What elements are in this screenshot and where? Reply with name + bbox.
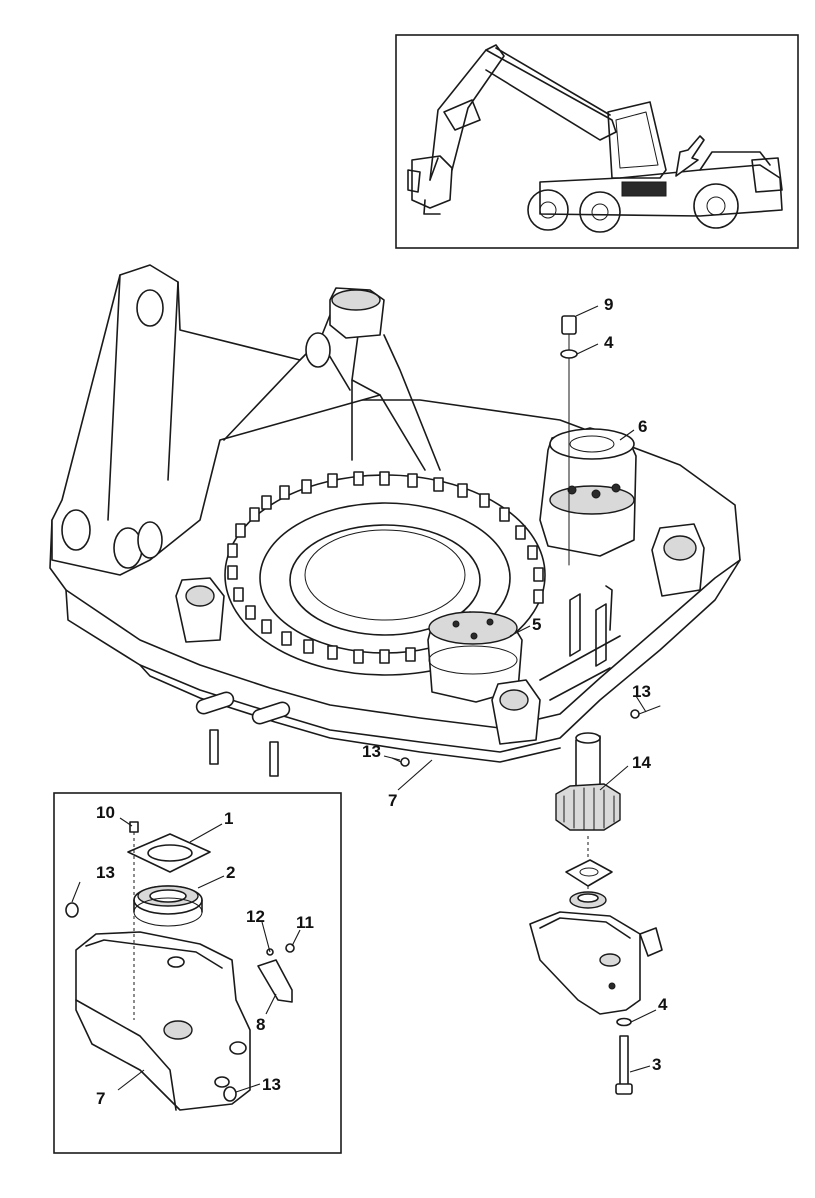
callout-8: 8 — [256, 1015, 265, 1034]
spacer-plate — [565, 859, 613, 887]
detail-frame — [53, 792, 342, 1154]
cover-plate-right — [639, 927, 663, 957]
callout-1: 1 — [224, 809, 233, 828]
cover-8 — [257, 959, 293, 1003]
rotation-motor-front — [427, 611, 523, 703]
callout-6: 6 — [638, 417, 647, 436]
inset-frame — [395, 34, 799, 249]
callout-11: 11 — [296, 913, 314, 932]
callout-numbers: 9 4 6 5 13 13 7 14 4 3 10 1 2 13 12 11 8… — [96, 295, 668, 1108]
callout-13-right: 13 — [632, 682, 651, 701]
rotation-motor-rear — [539, 427, 637, 557]
callout-9: 9 — [604, 295, 613, 314]
detail-inset — [53, 792, 342, 1154]
leader-lines — [71, 305, 657, 1093]
callout-10: 10 — [96, 803, 115, 822]
callout-4-top: 4 — [604, 333, 614, 352]
callout-7-main: 7 — [388, 791, 397, 810]
callout-12: 12 — [246, 907, 265, 926]
bolt-3 — [615, 1035, 633, 1095]
callout-13-detail-bottom: 13 — [262, 1075, 281, 1094]
machine-overview-inset — [395, 34, 799, 249]
callout-5: 5 — [532, 615, 541, 634]
callout-14: 14 — [632, 753, 651, 772]
turntable-frame — [49, 264, 741, 777]
callout-3: 3 — [652, 1055, 661, 1074]
gear-housing-7 — [75, 931, 251, 1111]
bearing-seal — [569, 891, 607, 909]
callout-13-detail-top: 13 — [96, 863, 115, 882]
slewing-ring-bore — [289, 524, 481, 636]
washer-4-bottom — [616, 1017, 632, 1027]
plugs-13 — [391, 705, 661, 767]
harvester-silhouette — [407, 44, 783, 233]
gear-housing-right — [529, 911, 641, 1015]
bolt-9 — [561, 315, 577, 351]
callout-4-bottom: 4 — [658, 995, 668, 1014]
callout-2: 2 — [226, 863, 235, 882]
callout-7-detail: 7 — [96, 1089, 105, 1108]
ring-bolts — [227, 471, 544, 664]
pinion-14 — [555, 732, 621, 831]
bearing-2 — [133, 885, 203, 927]
callout-13-mid: 13 — [362, 742, 381, 761]
washer-4-top — [560, 349, 578, 359]
